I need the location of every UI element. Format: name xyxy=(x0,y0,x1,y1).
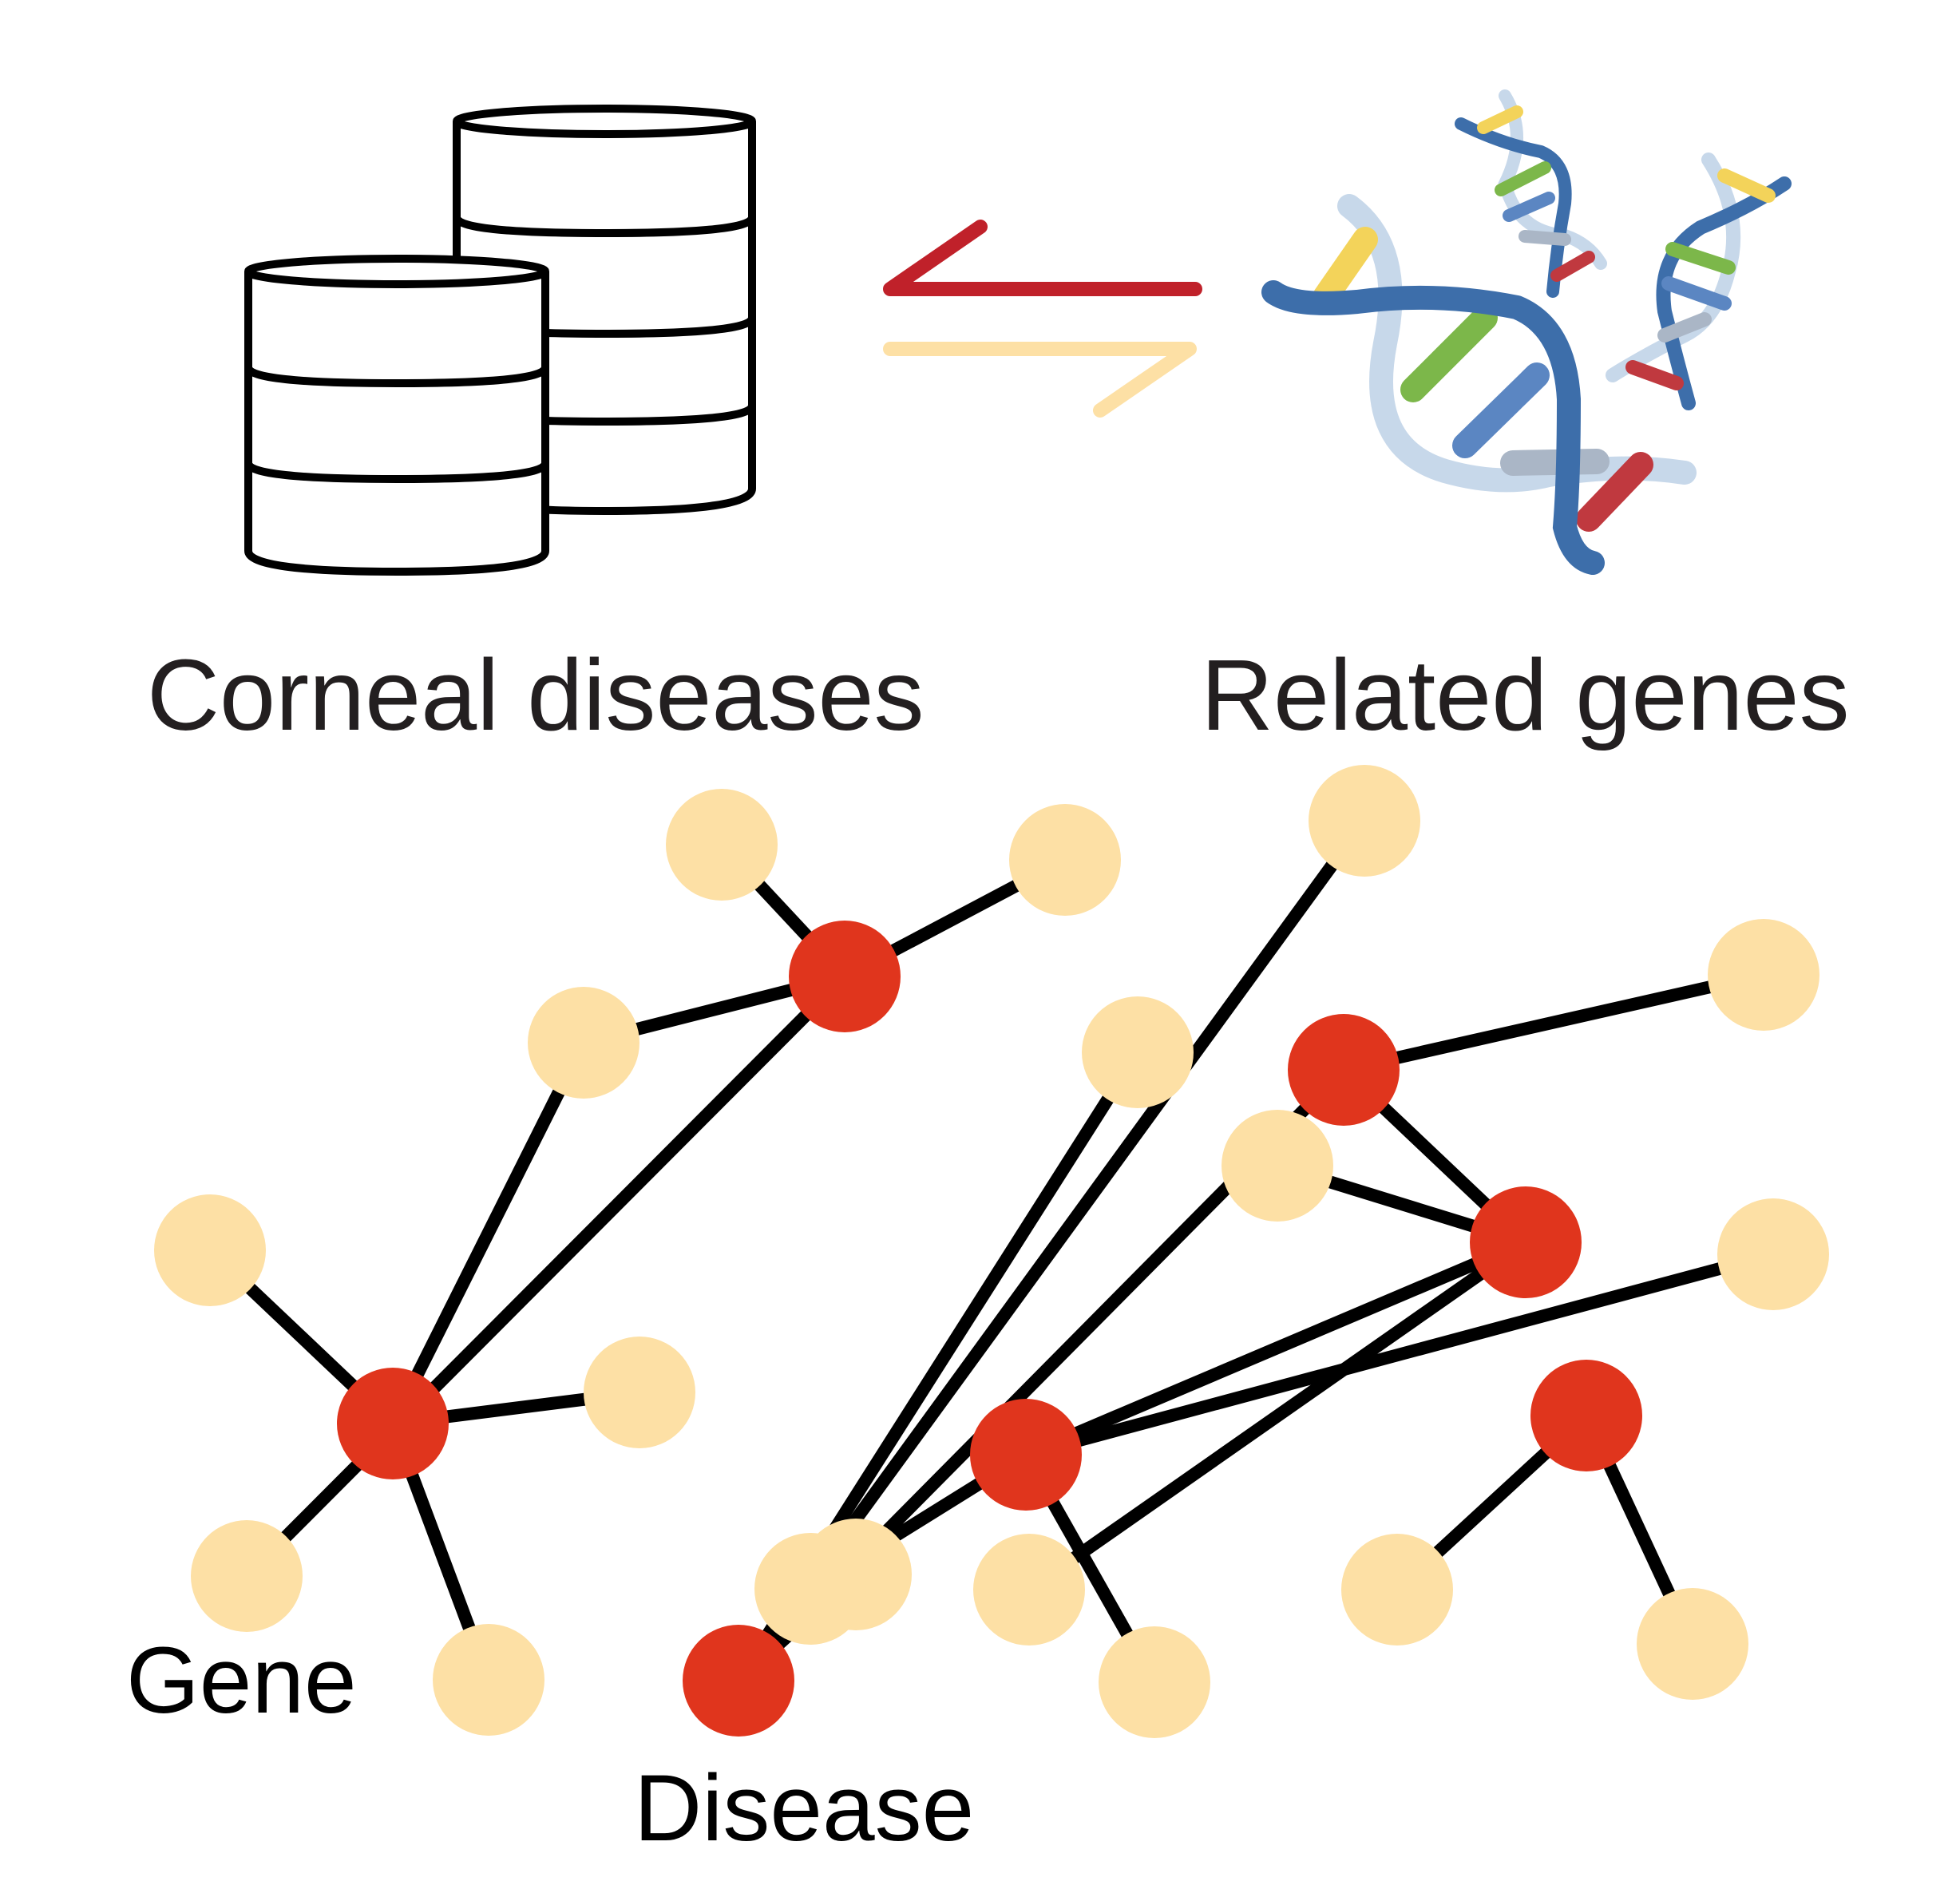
gene-node xyxy=(528,987,639,1099)
gene-node xyxy=(1708,919,1819,1031)
network-edge xyxy=(1342,968,1765,1076)
gene-node xyxy=(1009,804,1121,916)
network-edge xyxy=(1024,1248,1776,1461)
gene-node xyxy=(154,1194,266,1306)
gene-node xyxy=(1341,1534,1453,1646)
disease-node xyxy=(1288,1014,1400,1126)
disease-node xyxy=(789,921,901,1032)
network-edge xyxy=(386,1040,590,1427)
gene-node xyxy=(433,1624,544,1736)
disease-node xyxy=(970,1399,1082,1511)
gene-node xyxy=(754,1533,866,1645)
gene-node xyxy=(666,789,778,901)
disease-node xyxy=(683,1625,794,1737)
disease-node xyxy=(337,1368,449,1479)
corneal-diseases-label: Corneal diseases xyxy=(147,639,925,751)
gene-node xyxy=(1222,1110,1333,1222)
gene-node xyxy=(584,1337,695,1448)
gene-node xyxy=(191,1520,303,1632)
gene-node xyxy=(1082,996,1194,1108)
gene-node xyxy=(1637,1588,1748,1700)
disease-node xyxy=(1530,1360,1642,1471)
network-edge xyxy=(1023,1236,1529,1461)
gene-node xyxy=(1309,765,1420,877)
exchange-arrows-icon xyxy=(883,220,1202,418)
gene-node xyxy=(1717,1198,1829,1310)
network-edge xyxy=(242,972,849,1581)
gene-node xyxy=(973,1534,1085,1646)
disease-legend-label: Disease xyxy=(634,1756,975,1861)
database-icon xyxy=(244,105,756,576)
network-edge xyxy=(1025,1237,1530,1595)
disease-node xyxy=(1470,1186,1582,1298)
dna-icon xyxy=(1261,89,1792,575)
gene-node xyxy=(1099,1626,1210,1738)
related-genes-label: Related genes xyxy=(1201,639,1850,751)
gene-legend-label: Gene xyxy=(126,1628,357,1733)
network-nodes xyxy=(154,765,1829,1738)
